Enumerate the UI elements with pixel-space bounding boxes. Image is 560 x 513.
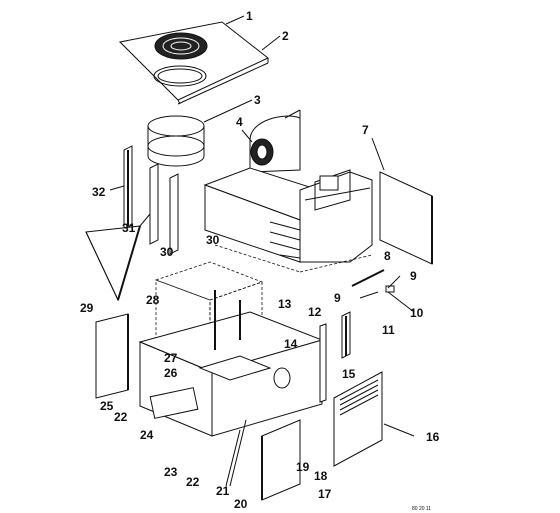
blower-assembly bbox=[249, 109, 301, 173]
part-label: 16 bbox=[426, 430, 440, 444]
part-label: 25 bbox=[100, 399, 114, 413]
part-label: 9 bbox=[410, 269, 417, 283]
top-panel bbox=[118, 21, 269, 105]
fan-grille bbox=[154, 32, 208, 60]
part-label: 30 bbox=[206, 233, 220, 247]
part-label: 28 bbox=[146, 293, 160, 307]
access-door bbox=[261, 419, 301, 501]
part-label: 22 bbox=[186, 475, 200, 489]
part-labels: 1 2 3 4 7 32 31 30 30 8 9 29 28 9 10 13 … bbox=[80, 9, 440, 512]
part-label: 31 bbox=[122, 221, 136, 235]
part-label: 8 bbox=[384, 249, 391, 263]
part-label: 15 bbox=[342, 367, 356, 381]
left-rails bbox=[123, 145, 179, 255]
part-label: 19 bbox=[296, 460, 310, 474]
part-label: 17 bbox=[318, 487, 332, 501]
part-label: 23 bbox=[164, 465, 178, 479]
right-rails bbox=[319, 311, 351, 403]
part-label: 13 bbox=[278, 297, 292, 311]
part-label: 22 bbox=[114, 410, 128, 424]
grille-panel bbox=[333, 371, 383, 467]
part-label: 30 bbox=[160, 245, 174, 259]
left-panel bbox=[85, 225, 141, 302]
part-label: 1 bbox=[246, 9, 253, 23]
part-label: 27 bbox=[164, 351, 178, 365]
part-label: 18 bbox=[314, 469, 328, 483]
part-label: 10 bbox=[410, 306, 424, 320]
side-panel-right bbox=[379, 171, 433, 265]
part-label: 9 bbox=[334, 291, 341, 305]
front-panel-left bbox=[95, 313, 129, 399]
part-label: 4 bbox=[236, 115, 243, 129]
fan-shroud bbox=[147, 115, 205, 167]
brackets bbox=[351, 269, 395, 299]
part-label: 12 bbox=[308, 305, 322, 319]
part-label: 7 bbox=[362, 123, 369, 137]
part-label: 20 bbox=[234, 497, 248, 511]
chassis bbox=[138, 290, 324, 437]
leader-lines bbox=[109, 15, 415, 487]
part-label: 32 bbox=[92, 185, 106, 199]
part-label: 21 bbox=[216, 484, 230, 498]
part-label: 11 bbox=[382, 323, 395, 337]
drawing-code: 80 20 11 bbox=[412, 506, 431, 512]
heat-exchanger-block bbox=[203, 167, 373, 273]
part-label: 3 bbox=[254, 93, 261, 107]
part-label: 2 bbox=[282, 29, 289, 43]
part-label: 29 bbox=[80, 301, 94, 315]
part-label: 26 bbox=[164, 366, 178, 380]
part-label: 24 bbox=[140, 428, 154, 442]
part-label: 14 bbox=[284, 337, 298, 351]
